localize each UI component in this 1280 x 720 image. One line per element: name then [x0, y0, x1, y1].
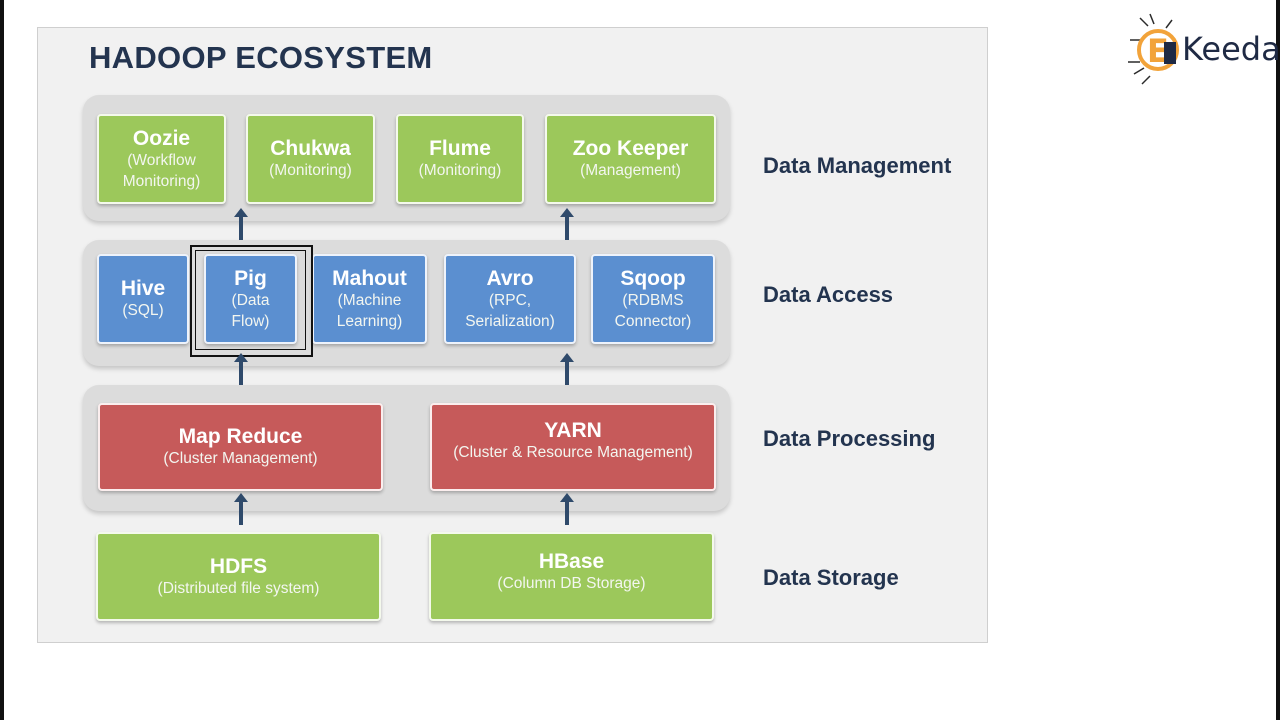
mapreduce-box: Map Reduce (Cluster Management)	[98, 403, 383, 491]
sqoop-box: Sqoop (RDBMS Connector)	[591, 254, 715, 344]
hdfs-box: HDFS (Distributed file system)	[96, 532, 381, 621]
selection-outline-outer	[190, 245, 313, 357]
avro-box: Avro (RPC, Serialization)	[444, 254, 576, 344]
slide-title: HADOOP ECOSYSTEM	[89, 40, 433, 75]
sqoop-name: Sqoop	[620, 266, 686, 290]
mahout-box: Mahout (Machine Learning)	[312, 254, 427, 344]
arrow-up-icon	[560, 493, 574, 525]
mahout-sub-2: Learning)	[336, 312, 403, 330]
mapreduce-name: Map Reduce	[178, 425, 303, 448]
zookeeper-box: Zoo Keeper (Management)	[545, 114, 716, 204]
chukwa-name: Chukwa	[270, 137, 351, 160]
arrow-up-icon	[560, 353, 574, 385]
oozie-name: Oozie	[132, 126, 191, 150]
label-data-storage: Data Storage	[763, 565, 899, 590]
zookeeper-sub: (Management)	[580, 162, 681, 179]
yarn-box: YARN (Cluster & Resource Management)	[430, 403, 716, 491]
mapreduce-sub: (Cluster Management)	[163, 450, 318, 467]
hbase-sub: (Column DB Storage)	[497, 575, 646, 592]
hive-box: Hive (SQL)	[97, 254, 189, 344]
arrow-up-icon	[560, 208, 574, 240]
hive-name: Hive	[120, 277, 166, 300]
oozie-sub-2: Monitoring)	[122, 172, 201, 190]
hdfs-name: HDFS	[209, 554, 268, 578]
left-frame-edge	[0, 0, 4, 720]
flume-box: Flume (Monitoring)	[396, 114, 524, 204]
hbase-box: HBase (Column DB Storage)	[429, 532, 714, 621]
yarn-name: YARN	[544, 419, 602, 442]
flume-sub: (Monitoring)	[418, 162, 502, 179]
chukwa-sub: (Monitoring)	[269, 162, 352, 179]
pig-sub-2: Flow)	[231, 312, 270, 330]
hbase-name: HBase	[538, 550, 605, 573]
arrow-up-icon	[234, 493, 248, 525]
arrow-up-icon	[234, 208, 248, 240]
mahout-sub-1: (Machine	[337, 291, 402, 309]
zookeeper-name: Zoo Keeper	[572, 137, 689, 160]
selection-outline-inner	[195, 250, 306, 350]
hdfs-sub: (Distributed file system)	[157, 579, 320, 597]
right-frame-edge	[1276, 0, 1280, 720]
avro-sub-1: (RPC,	[488, 291, 532, 309]
logo-wordmark: Keeda	[1182, 30, 1280, 68]
sqoop-sub-2: Connector)	[614, 312, 692, 330]
chukwa-box: Chukwa (Monitoring)	[246, 114, 375, 204]
svg-text:E: E	[1147, 32, 1169, 70]
mahout-name: Mahout	[332, 266, 407, 290]
pig-sub-1: (Data	[231, 291, 270, 309]
avro-sub-2: Serialization)	[465, 312, 555, 330]
oozie-box: Oozie (Workflow Monitoring)	[97, 114, 226, 204]
pig-name: Pig	[234, 266, 267, 290]
sqoop-sub-1: (RDBMS	[622, 291, 684, 309]
label-data-access: Data Access	[763, 282, 894, 307]
label-data-processing: Data Processing	[763, 426, 936, 451]
flume-name: Flume	[429, 137, 491, 160]
arrow-up-icon	[234, 353, 248, 385]
oozie-sub-1: (Workflow	[127, 151, 196, 169]
yarn-sub: (Cluster & Resource Management)	[453, 444, 693, 461]
hive-sub: (SQL)	[122, 302, 164, 319]
avro-name: Avro	[486, 266, 534, 290]
pig-box: Pig (Data Flow)	[204, 254, 297, 344]
ekeeda-logo: E	[1128, 13, 1179, 85]
label-data-management: Data Management	[763, 153, 952, 178]
